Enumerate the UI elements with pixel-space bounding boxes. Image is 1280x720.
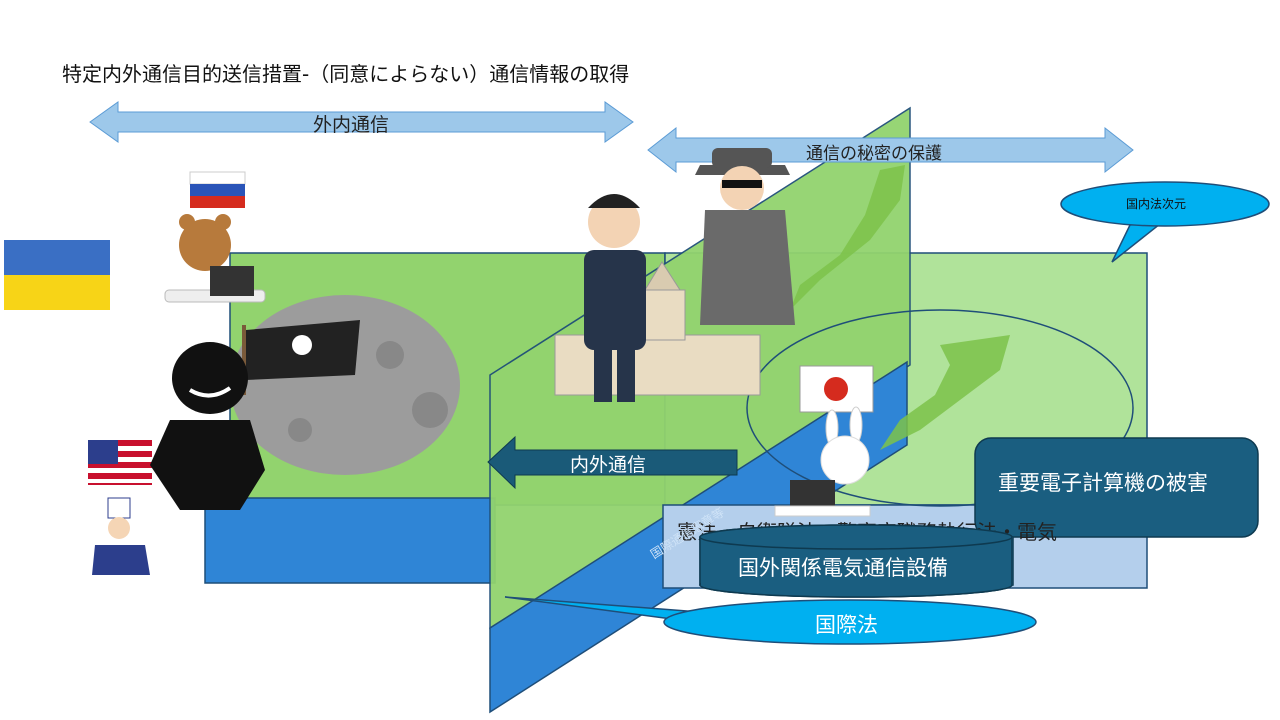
domestic-law-label: 国内法次元 (1126, 197, 1187, 211)
international-band-left (204, 497, 496, 584)
gaiNai-label: 外内通信 (313, 114, 390, 136)
russia-flag-icon (189, 171, 246, 208)
intl-law-label: 国際法 (815, 613, 878, 637)
slide-title: 特定内外通信目的送信措置-（同意によらない）通信情報の取得 (62, 62, 630, 86)
equipment-label: 国外関係電気通信設備 (738, 556, 948, 580)
damage-label: 重要電子計算機の被害 (998, 471, 1208, 495)
ukraine-flag-icon (4, 240, 110, 310)
spy-character (695, 148, 795, 325)
bear-character (164, 214, 266, 303)
japan-map-icon (880, 335, 1010, 450)
us-flag-icon (88, 440, 152, 485)
domestic-ellipse (746, 309, 1134, 507)
laws-label: 憲法・自衛隊法・警察官職務執行法・電気 (677, 520, 1057, 544)
naiGai-label: 内外通信 (570, 454, 647, 476)
naiGai-arrow (487, 435, 738, 490)
rabbit-character (774, 406, 871, 517)
uncle-sam-character (92, 497, 150, 575)
pirate-flag-icon (242, 320, 360, 395)
domestic-law-callout (1060, 181, 1270, 227)
secrecy-label: 通信の秘密の保護 (806, 144, 942, 164)
black-silhouette-character (150, 342, 265, 510)
japan-flag-icon (799, 365, 874, 413)
gaiNai-double-arrow (89, 101, 634, 143)
damage-box (974, 437, 1259, 538)
intl-law-callout (663, 599, 1037, 645)
japan-map-icon (790, 165, 905, 310)
politician-character (584, 194, 646, 402)
